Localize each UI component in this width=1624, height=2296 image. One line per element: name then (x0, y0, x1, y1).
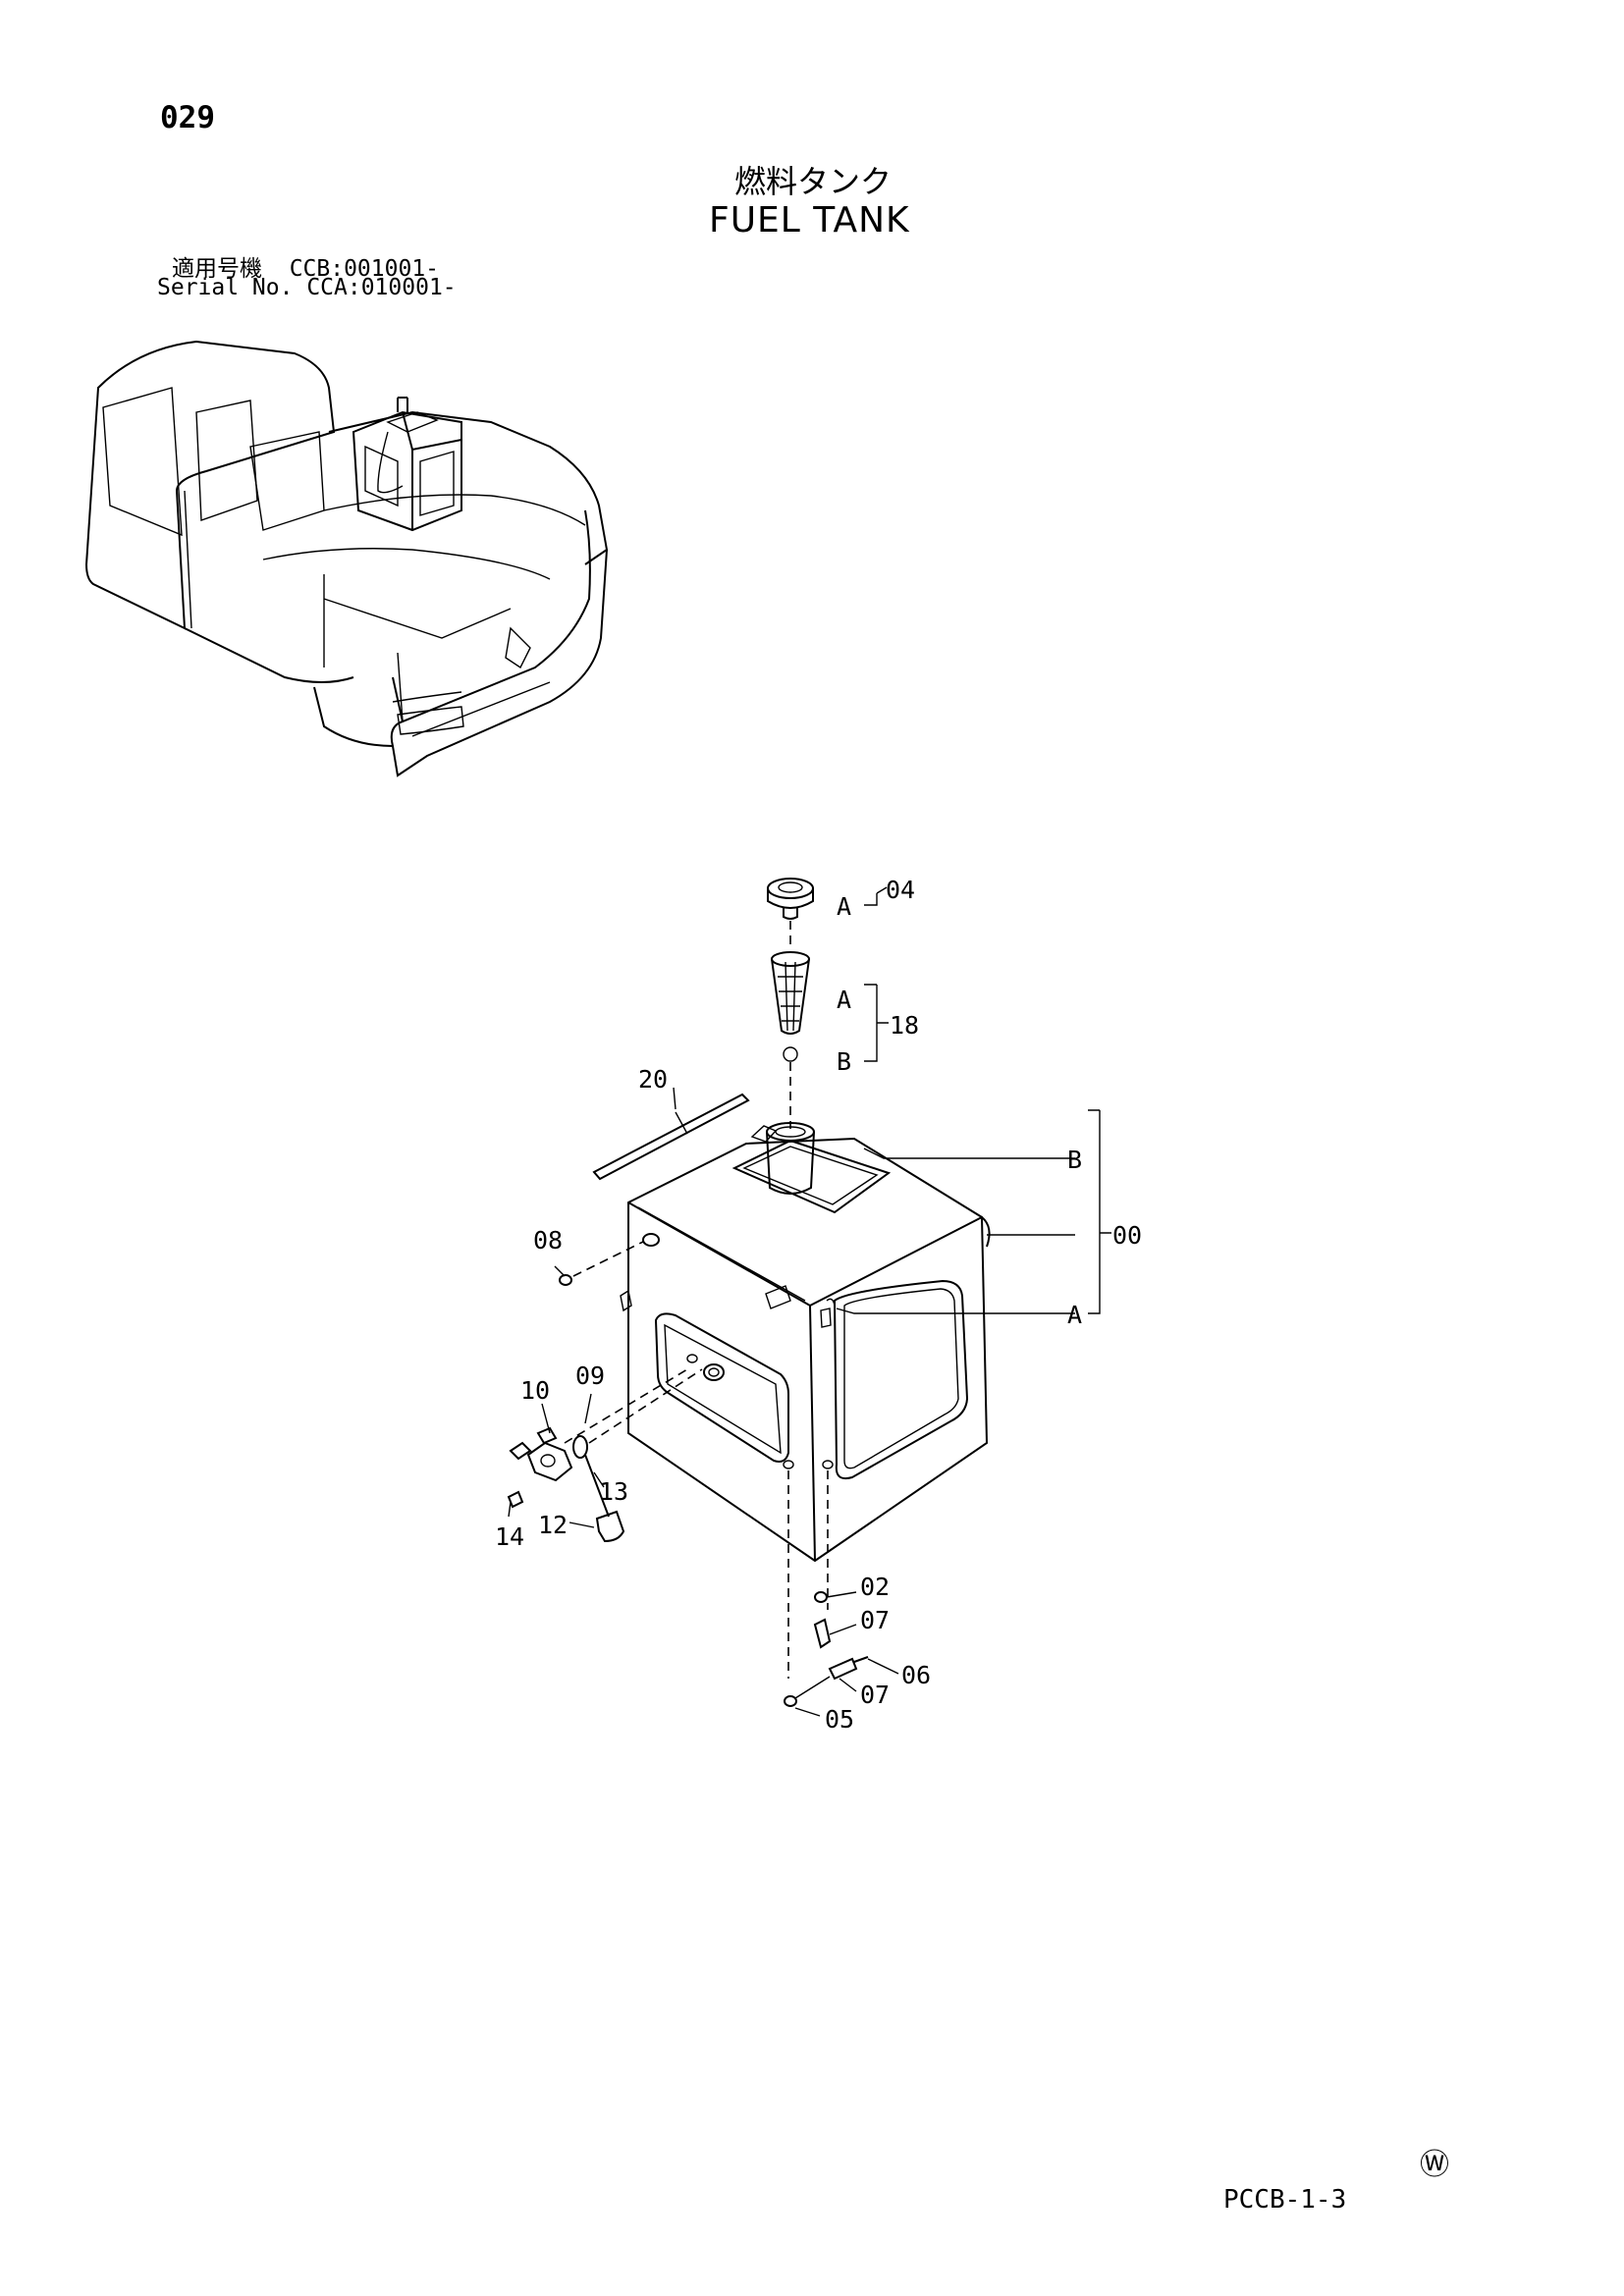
part-08-plug (559, 1241, 644, 1286)
serial-line-english: Serial No. CCA:010001- (157, 275, 457, 300)
callout-18: 18 (890, 1011, 919, 1040)
manufacturer-mark: Ⓦ (1420, 2148, 1449, 2182)
part-10-12-13-14-drain-assembly (507, 1368, 703, 1543)
callout-09: 09 (575, 1362, 605, 1390)
callout-12: 12 (538, 1511, 568, 1539)
part-18-strainer (771, 951, 810, 1062)
callout-02: 02 (860, 1573, 890, 1601)
callout-13: 13 (599, 1477, 628, 1506)
leader-lines (508, 886, 1111, 1717)
document-code: PCCB-1-3 (1223, 2185, 1347, 2215)
part-20-seal-strip (592, 1093, 750, 1181)
page-number: 029 (160, 100, 215, 135)
part-02-05-06-07-drain-valve (784, 1470, 869, 1707)
ref-a-strainer: A (837, 986, 851, 1014)
ref-b-tank: B (1067, 1146, 1082, 1174)
callout-10: 10 (520, 1376, 550, 1405)
callout-07-lower: 07 (860, 1681, 890, 1709)
ref-a-tank: A (1067, 1301, 1082, 1329)
serial-line-japanese: 適用号機 CCB:001001- (172, 256, 440, 282)
ref-a-cap: A (837, 892, 851, 921)
title-english: FUEL TANK (709, 200, 910, 240)
callout-20: 20 (638, 1065, 668, 1094)
callout-04: 04 (886, 876, 915, 904)
callout-05: 05 (825, 1705, 854, 1734)
callout-00: 00 (1112, 1221, 1142, 1250)
title-japanese: 燃料タンク (734, 163, 893, 200)
excavator-overview-illustration (84, 340, 609, 777)
callout-08: 08 (533, 1226, 563, 1255)
part-04-fuel-cap (767, 878, 814, 920)
ref-b-strainer: B (837, 1047, 851, 1076)
callout-07-upper: 07 (860, 1606, 890, 1634)
callout-14: 14 (495, 1522, 524, 1551)
callout-06: 06 (901, 1661, 931, 1689)
part-00-fuel-tank-body (620, 1122, 991, 1563)
